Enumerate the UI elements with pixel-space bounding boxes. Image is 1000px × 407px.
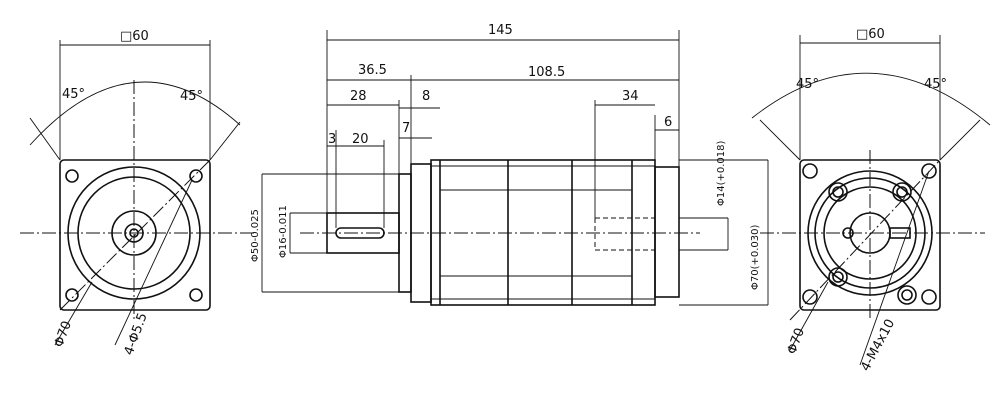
front-hole-top-left [65, 169, 79, 183]
output-shaft-diameter-label: Φ50-0.025 [250, 209, 261, 262]
front-flange-square [59, 159, 211, 311]
rear-hole-bottom-left [802, 289, 818, 305]
front-angle-right: 45° [180, 89, 203, 104]
dim-34-label: 34 [622, 89, 639, 104]
key-length-label: 20 [352, 132, 369, 147]
front-angle-left: 45° [62, 87, 85, 102]
flange-offset-label: 36.5 [358, 63, 387, 78]
rear-hole-top-left [802, 163, 818, 179]
dim-8-label: 8 [422, 89, 430, 104]
front-pcd-label: Φ70 [52, 319, 75, 349]
rear-angle-right: 45° [924, 77, 947, 92]
front-square-label: □60 [120, 29, 149, 44]
rear-view: □60 45° 45° Φ70 4-M4x10 [751, 27, 991, 374]
side-view: 145 36.5 108.5 28 8 7 3 20 34 6 [250, 23, 769, 306]
rear-thread-label: 4-M4x10 [858, 317, 898, 374]
shaft-diameter-label: Φ16-0.011 [278, 205, 289, 258]
rear-square-label: □60 [856, 27, 885, 42]
front-view: □60 45° 45° Φ70 4-Φ5.5 [20, 29, 255, 357]
rear-pcd-label: Φ70 [785, 326, 808, 356]
rear-thread-hole-br [897, 285, 917, 305]
motor-rear-cap [654, 166, 680, 298]
rear-thread-hole-tl [828, 182, 848, 202]
rear-hole-bottom-right [921, 289, 937, 305]
overall-length-label: 145 [488, 23, 513, 38]
input-pilot-label: Φ70(+0.030) [750, 224, 761, 290]
front-hole-top-right [189, 169, 203, 183]
front-holes-label: 4-Φ5.5 [122, 311, 151, 357]
rear-hole-top-right [921, 163, 937, 179]
shaft-length-label: 28 [350, 89, 367, 104]
rear-thread-hole-tr [892, 182, 912, 202]
front-hole-bottom-left [65, 288, 79, 302]
dim-3-label: 3 [328, 132, 336, 147]
motor-length-label: 108.5 [528, 65, 565, 80]
dim-6-label: 6 [664, 115, 672, 130]
input-bore-label: Φ14(+0.018) [716, 140, 727, 206]
dim-7-label: 7 [402, 121, 410, 136]
front-hole-bottom-right [189, 288, 203, 302]
rear-angle-left: 45° [796, 77, 819, 92]
